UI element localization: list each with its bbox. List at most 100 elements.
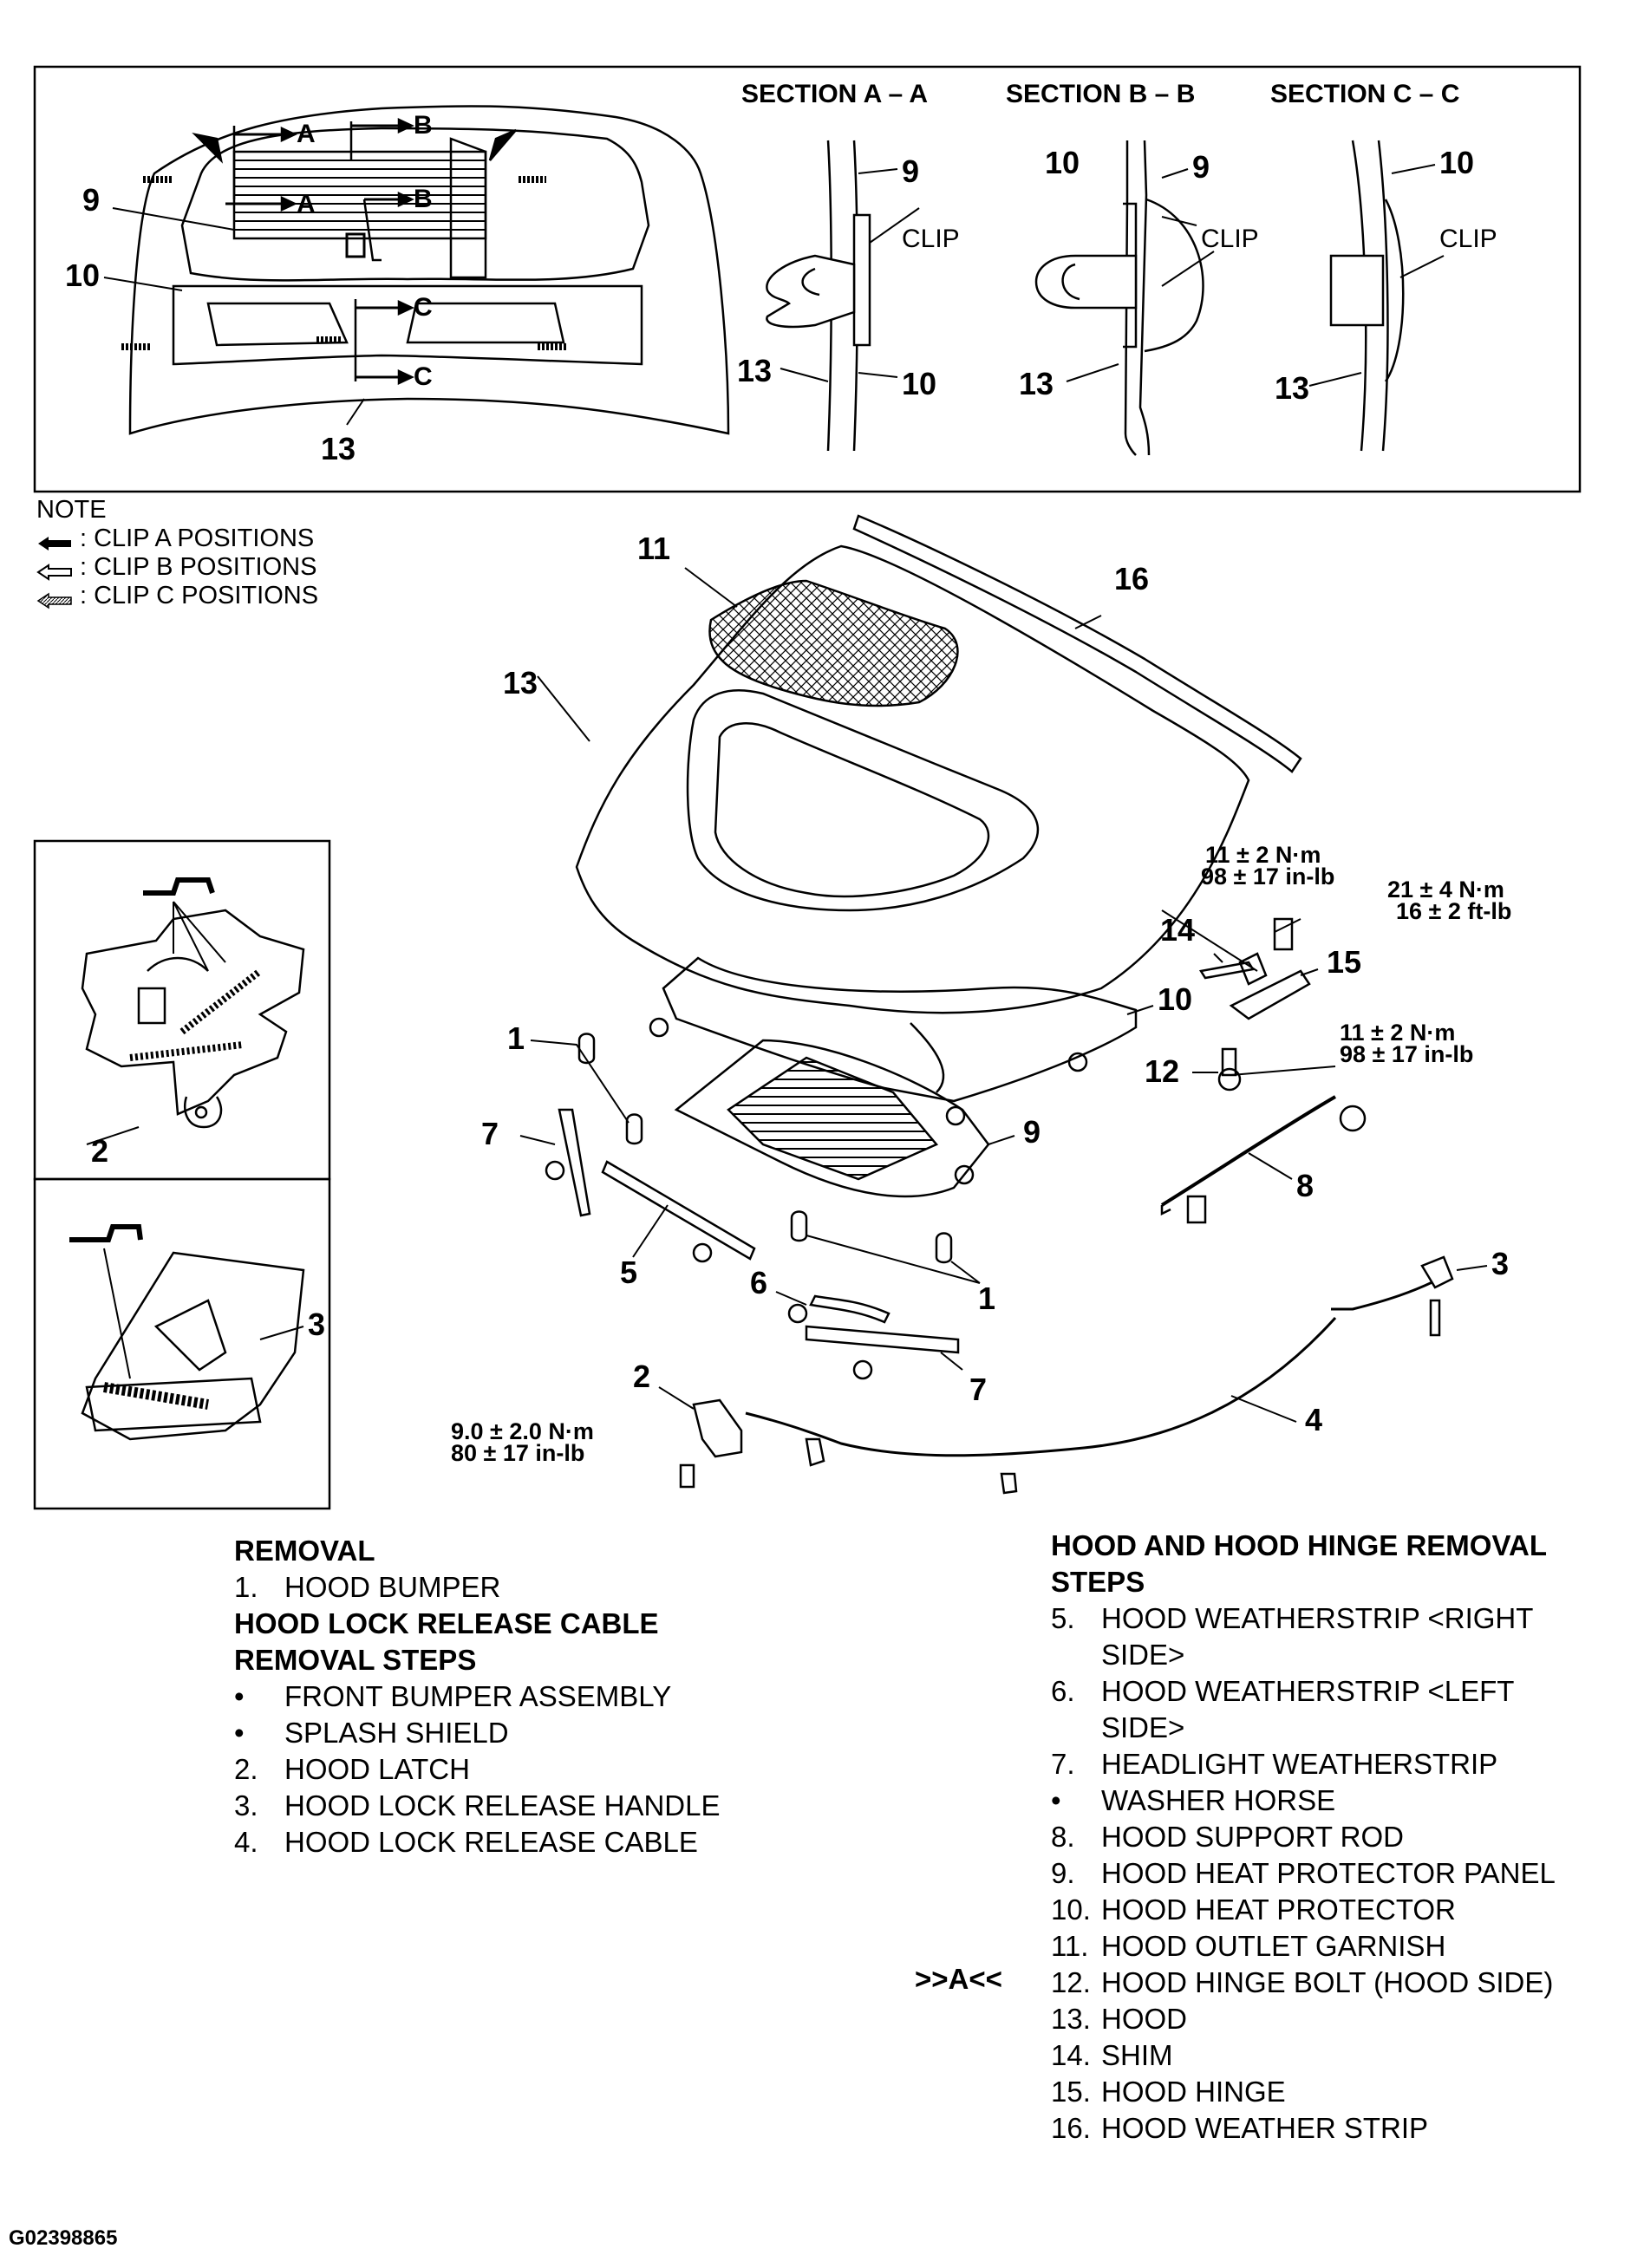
release-handle-inset-callout-3: 3 xyxy=(308,1307,325,1342)
top-inset-frame xyxy=(33,65,1582,493)
step-text: HOOD xyxy=(1101,2003,1187,2035)
step-number: 5. xyxy=(1051,1602,1075,1634)
hinge-step: 11.HOOD OUTLET GARNISH xyxy=(1051,1928,1632,1965)
overview-callout-9: 9 xyxy=(82,182,100,218)
section-b-arrow-label: B xyxy=(414,111,433,140)
step-number: 1. xyxy=(234,1571,258,1603)
step-number: 4. xyxy=(234,1826,258,1858)
overview-callout-10: 10 xyxy=(65,257,100,293)
hood-underside-overview xyxy=(103,105,730,435)
service-marker-a: >>A<< xyxy=(915,1963,1002,1995)
callout-16: 16 xyxy=(1114,561,1149,596)
removal-steps-right: HOOD AND HOOD HINGE REMOVAL STEPS 5.HOOD… xyxy=(1051,1528,1632,2147)
step-number: • xyxy=(1051,1784,1061,1816)
release-handle-inset-drawing xyxy=(69,1224,305,1441)
step-text: HOOD HINGE BOLT (HOOD SIDE) xyxy=(1101,1966,1554,1998)
hinge-removal-heading-2: STEPS xyxy=(1051,1566,1145,1598)
hinge-step: 16. HOOD WEATHER STRIP xyxy=(1051,2110,1632,2147)
section-a-arrow-label-2: A xyxy=(297,190,316,218)
legend-text-clip-c: : CLIP C POSITIONS xyxy=(80,582,319,609)
legend-text-clip-a: : CLIP A POSITIONS xyxy=(80,525,315,552)
callout-6: 6 xyxy=(750,1265,767,1300)
callout-10: 10 xyxy=(1158,981,1192,1017)
legend-row-clip-b: : CLIP B POSITIONS xyxy=(36,553,318,582)
step-text: HOOD LATCH xyxy=(284,1753,470,1785)
hinge-step: 15. HOOD HINGE xyxy=(1051,2074,1632,2110)
removal-steps-left: REMOVAL 1. HOOD BUMPER HOOD LOCK RELEASE… xyxy=(234,1533,754,1861)
step-text: HOOD BUMPER xyxy=(284,1571,501,1603)
step-text: HOOD HINGE xyxy=(1101,2076,1286,2108)
section-aa-callout-9: 9 xyxy=(902,153,919,189)
step-text: HOOD WEATHERSTRIP <LEFT xyxy=(1101,1675,1515,1707)
callout-5: 5 xyxy=(620,1255,637,1290)
section-bb-callout-9: 9 xyxy=(1192,149,1210,185)
section-b-arrow-label-2: B xyxy=(414,185,433,213)
step-number: 10. xyxy=(1051,1893,1091,1926)
hinge-step: 8.HOOD SUPPORT ROD xyxy=(1051,1819,1632,1855)
step-text: HOOD LOCK RELEASE HANDLE xyxy=(284,1789,721,1822)
removal-item-1: 1. HOOD BUMPER xyxy=(234,1569,754,1606)
callout-4: 4 xyxy=(1305,1402,1322,1437)
torque-latch-nm: 9.0 ± 2.0 N·m xyxy=(451,1418,594,1444)
step-text: SPLASH SHIELD xyxy=(284,1717,509,1749)
step-text: FRONT BUMPER ASSEMBLY xyxy=(284,1680,672,1712)
solid-arrow-icon xyxy=(36,531,73,551)
hinge-step: 5. HOOD WEATHERSTRIP <RIGHT xyxy=(1051,1600,1632,1637)
callout-3: 3 xyxy=(1491,1246,1509,1281)
section-cc-drawing xyxy=(1308,140,1445,452)
legend-text-clip-b: : CLIP B POSITIONS xyxy=(80,553,317,581)
callout-7-lower: 7 xyxy=(969,1372,987,1407)
hinge-step: 6. HOOD WEATHERSTRIP <LEFT xyxy=(1051,1673,1632,1710)
section-bb-title: SECTION B – B xyxy=(1006,80,1195,108)
callout-14: 14 xyxy=(1160,912,1195,948)
hatched-arrow-icon xyxy=(36,588,73,609)
step-number: 13. xyxy=(1051,2003,1091,2035)
hinge-step: 7.HEADLIGHT WEATHERSTRIP xyxy=(1051,1746,1632,1782)
step-number: 12. xyxy=(1051,1966,1091,1998)
step-number: 14. xyxy=(1051,2039,1091,2071)
step-number: 2. xyxy=(234,1753,258,1785)
hinge-step: • WASHER HORSE xyxy=(1051,1782,1632,1819)
torque-hinge-top-nm: 11 ± 2 N·m xyxy=(1205,842,1321,868)
step-text: HOOD LOCK RELEASE CABLE xyxy=(284,1826,698,1858)
callout-7-upper: 7 xyxy=(481,1116,499,1151)
outline-arrow-icon xyxy=(36,559,73,581)
section-bb-callout-10: 10 xyxy=(1045,145,1080,180)
hinge-step: 10. HOOD HEAT PROTECTOR xyxy=(1051,1892,1632,1928)
step-number: 15. xyxy=(1051,2076,1091,2108)
section-cc-clip-label: CLIP xyxy=(1439,225,1497,253)
step-text: WASHER HORSE xyxy=(1101,1784,1336,1816)
step-number: • xyxy=(234,1717,245,1749)
cable-step: 2. HOOD LATCH xyxy=(234,1751,754,1788)
torque-hinge-top-inlb: 98 ± 17 in-lb xyxy=(1201,864,1334,890)
removal-heading: REMOVAL xyxy=(234,1535,375,1567)
step-number: 3. xyxy=(234,1789,258,1822)
torque-hood-bolt-inlb: 98 ± 17 in-lb xyxy=(1340,1041,1473,1067)
torque-hood-bolt-nm: 11 ± 2 N·m xyxy=(1340,1020,1455,1046)
step-text: HOOD WEATHER STRIP xyxy=(1101,2112,1429,2144)
step-text: HOOD HEAT PROTECTOR PANEL xyxy=(1101,1857,1556,1889)
step-text: HEADLIGHT WEATHERSTRIP xyxy=(1101,1748,1498,1780)
hinge-step: 13. HOOD xyxy=(1051,2001,1632,2037)
torque-hinge-bolt-nm: 21 ± 4 N·m xyxy=(1387,877,1504,903)
figure-id: G02398865 xyxy=(9,2226,118,2250)
callout-15: 15 xyxy=(1327,944,1361,980)
step-number: 6. xyxy=(1051,1675,1075,1707)
clip-legend: NOTE : CLIP A POSITIONS : CLIP B POSITIO… xyxy=(36,496,318,610)
callout-9: 9 xyxy=(1023,1114,1041,1150)
hood-exploded-view xyxy=(519,514,1488,1495)
step-number: 16. xyxy=(1051,2112,1091,2144)
step-number: 11. xyxy=(1051,1930,1089,1962)
section-c-arrow-label: C xyxy=(414,293,433,322)
step-text: HOOD WEATHERSTRIP <RIGHT xyxy=(1101,1602,1534,1634)
callout-8: 8 xyxy=(1296,1168,1314,1203)
step-text: SIDE> xyxy=(1101,1711,1185,1743)
section-bb-callout-13: 13 xyxy=(1019,366,1054,401)
step-number: 9. xyxy=(1051,1857,1075,1889)
step-text: HOOD HEAT PROTECTOR xyxy=(1101,1893,1456,1926)
hinge-step: 12. HOOD HINGE BOLT (HOOD SIDE) xyxy=(1051,1965,1632,2001)
latch-inset-drawing xyxy=(81,877,305,1145)
torque-latch-inlb: 80 ± 17 in-lb xyxy=(451,1440,584,1466)
legend-row-clip-a: : CLIP A POSITIONS xyxy=(36,525,318,553)
